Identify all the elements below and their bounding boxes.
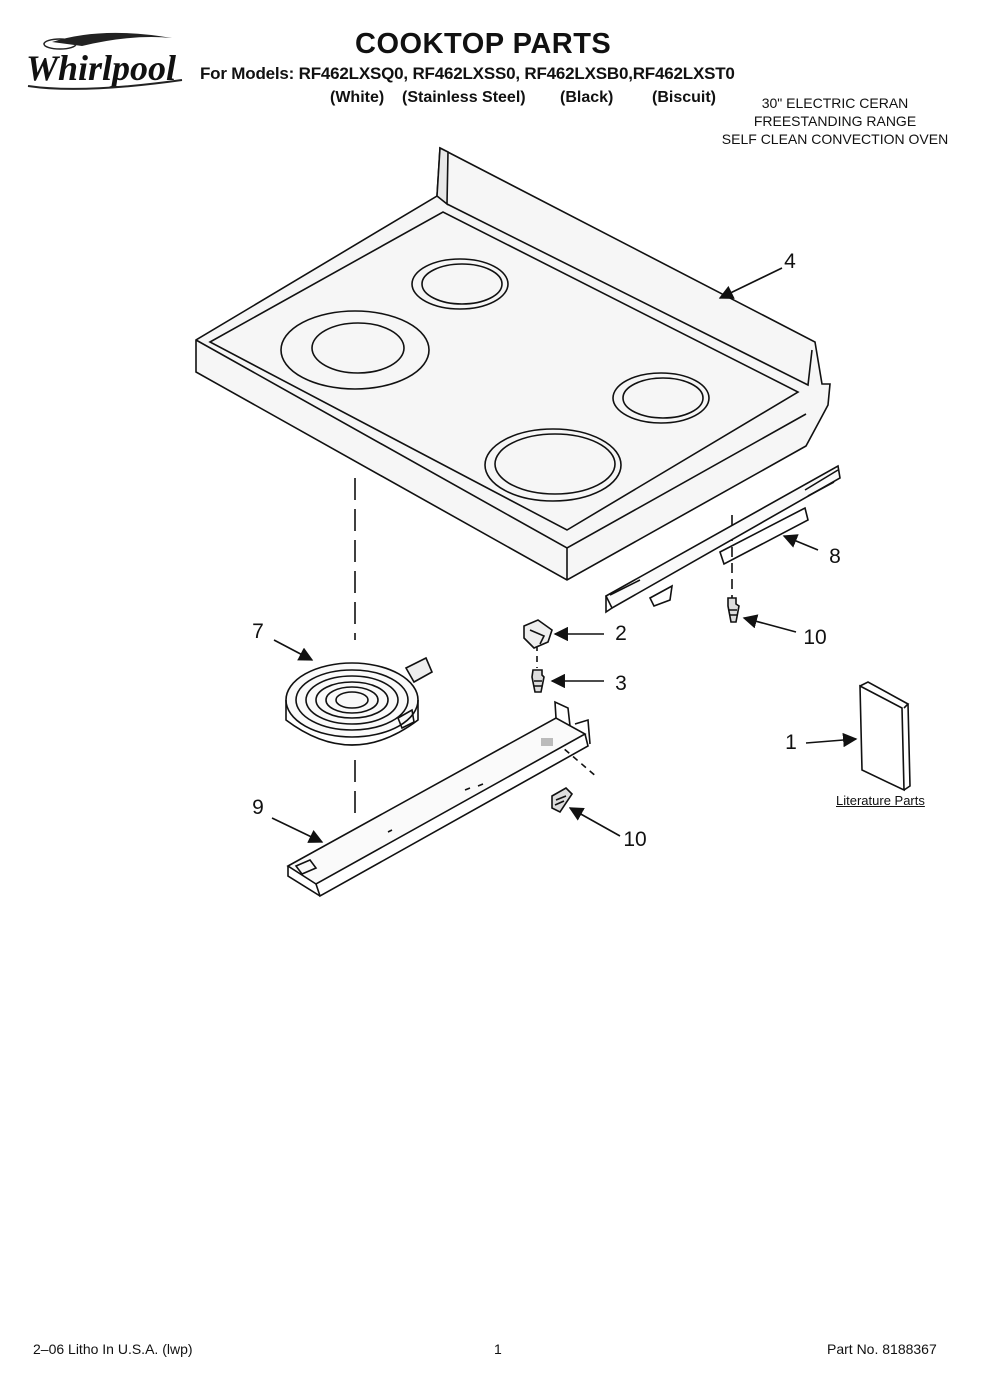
callout-10-lower: 10 [623,828,647,851]
screw-part-3 [531,669,545,693]
whirlpool-logo: Whirlpool [26,32,183,90]
callout-9: 9 [252,796,264,819]
brand-name: Whirlpool [26,48,176,88]
color-stainless: (Stainless Steel) [402,89,526,106]
callout-2: 2 [615,622,627,645]
footer-part-number: Part No. 8188367 [827,1341,937,1357]
description-line-2: FREESTANDING RANGE [753,113,917,129]
callout-4: 4 [784,250,796,273]
callout-1: 1 [785,731,797,754]
support-channel-part-9 [286,700,591,898]
footer-litho: 2–06 Litho In U.S.A. (lwp) [33,1341,193,1357]
description-line-3: SELF CLEAN CONVECTION OVEN [721,131,949,147]
color-white: (White) [330,89,385,106]
screw-part-10-lower [551,787,574,814]
callout-10-upper: 10 [803,626,827,649]
callout-7: 7 [252,620,264,643]
literature-parts-label: Literature Parts [836,793,925,808]
heating-element-part-7 [285,656,434,746]
cooktop-glass-part-4 [195,146,831,581]
description-line-1: 30" ELECTRIC CERAN [761,95,909,111]
color-black: (Black) [560,89,614,106]
literature-booklet-part-1 [859,681,911,792]
page-title: COOKTOP PARTS [355,28,612,60]
footer-page-number: 1 [494,1341,502,1357]
callout-3: 3 [615,672,627,695]
clip-part-2 [523,619,553,649]
color-biscuit: (Biscuit) [652,89,716,106]
models-line: For Models: RF462LXSQ0, RF462LXSS0, RF46… [200,64,735,83]
bracket-part-8 [604,464,841,614]
callout-8: 8 [829,545,841,568]
screw-part-10-upper [727,597,740,623]
